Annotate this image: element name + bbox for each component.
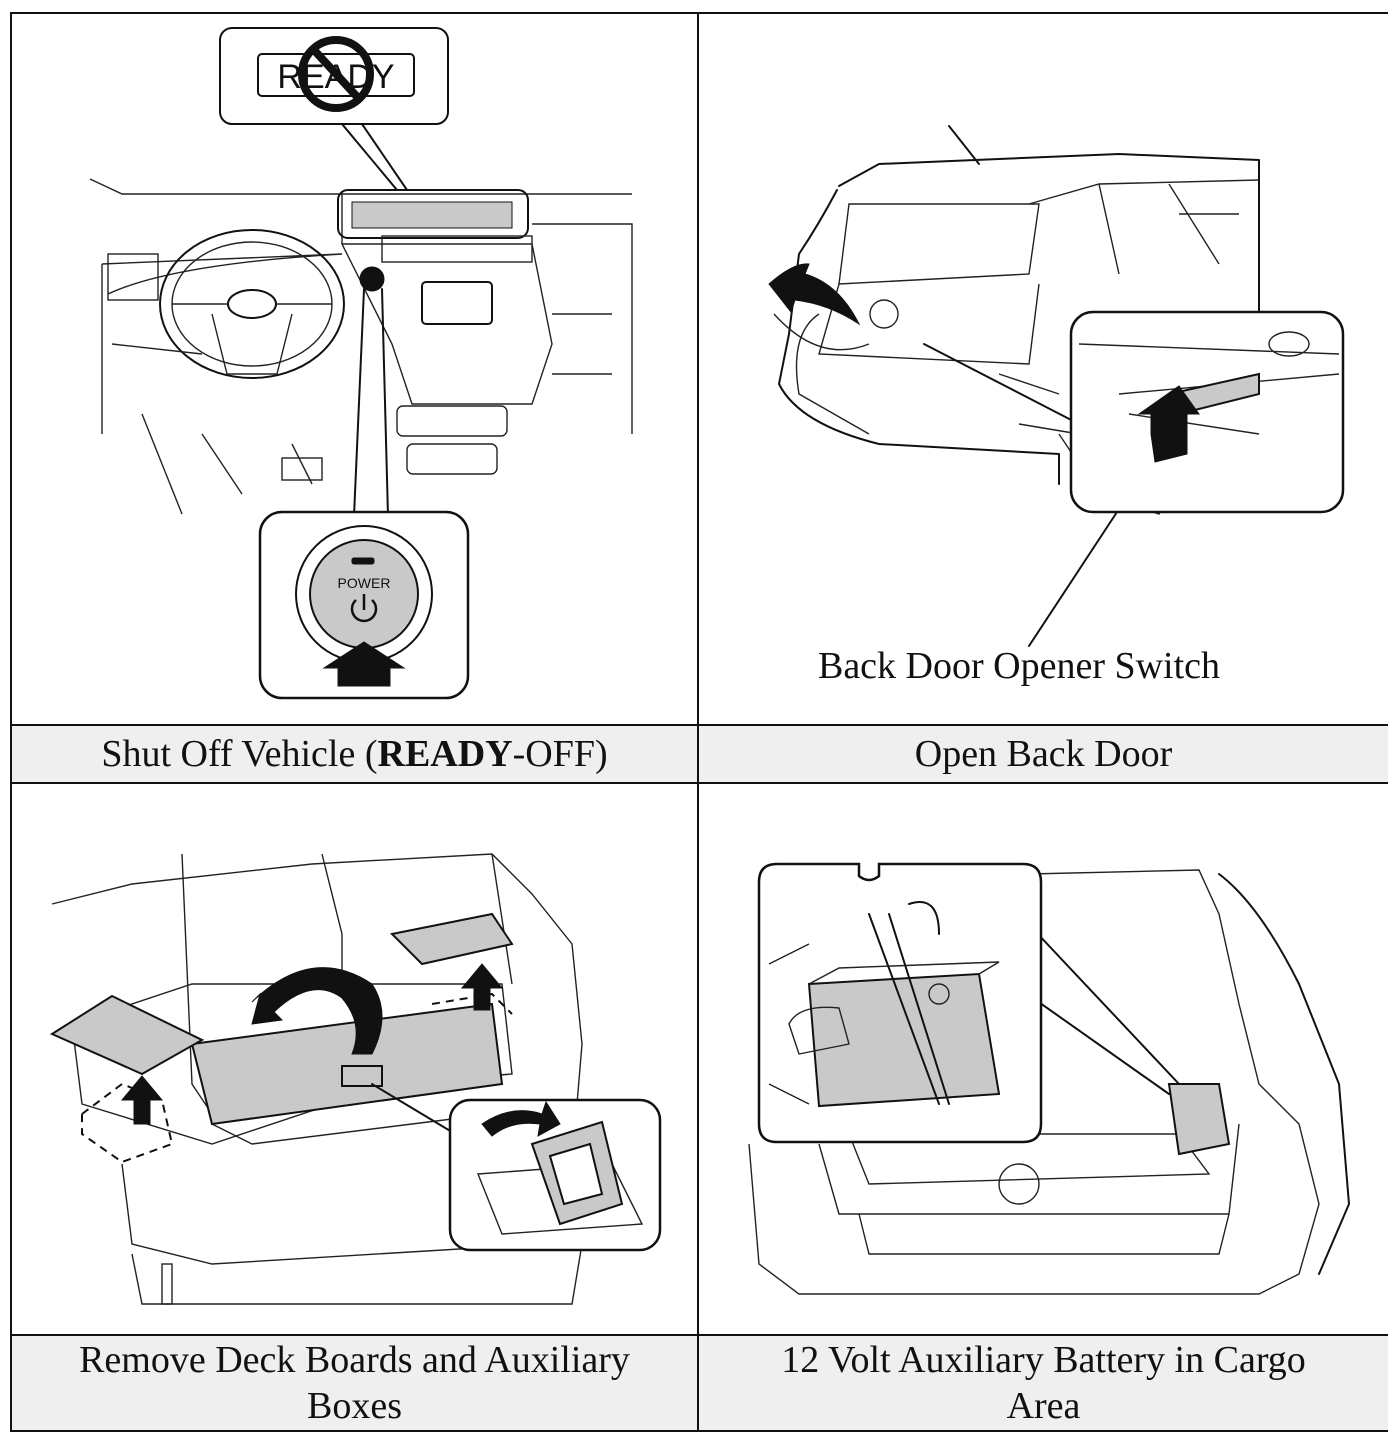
caption-remove-deck-boards-line2: Boxes (307, 1385, 402, 1427)
grid-divider-bottom-caption (12, 1334, 1386, 1336)
caption-shut-off-ready: READY (377, 733, 513, 775)
power-button-label: POWER (338, 575, 391, 591)
ready-indicator-callout: READY (219, 27, 449, 191)
door-lift-arrow-icon (768, 263, 861, 326)
caption-shut-off-vehicle: Shut Off Vehicle (READY-OFF) (12, 726, 697, 782)
prohibited-sign-icon (298, 36, 374, 112)
cargo-area-drawing (51, 853, 623, 1305)
lift-arrow-right-icon (460, 963, 504, 1011)
power-button-callout: POWER (258, 510, 470, 700)
caption-open-back-door-text: Open Back Door (914, 733, 1173, 775)
panel-battery-illustration (699, 784, 1388, 1334)
flip-board-arrow-icon (251, 967, 383, 1055)
dashboard-drawing (89, 178, 633, 475)
press-arrow-icon (322, 641, 406, 687)
panel-deck-boards-illustration (12, 784, 697, 1334)
caption-battery-location-line1: 12 Volt Auxiliary Battery in Cargo (781, 1339, 1306, 1381)
aux-box-left-outline (81, 1082, 174, 1164)
caption-battery-location-line2: Area (1006, 1385, 1081, 1427)
panel-open-back-door-illustration: Back Door Opener Switch (699, 14, 1388, 724)
battery-callout (757, 862, 1043, 1144)
caption-shut-off-suffix: -OFF) (512, 733, 608, 775)
auxiliary-battery (807, 972, 1001, 1108)
opener-switch-callout (1069, 310, 1345, 514)
handle-lift-arrow-icon (481, 1100, 561, 1137)
caption-remove-deck-boards-line1: Remove Deck Boards and Auxiliary (79, 1339, 630, 1381)
grid-divider-top-caption (12, 724, 1386, 726)
back-door-opener-switch-label: Back Door Opener Switch (818, 645, 1220, 687)
lift-arrow-left-icon (120, 1075, 164, 1125)
deck-board-left (49, 994, 205, 1076)
caption-shut-off-prefix: Shut Off Vehicle ( (101, 733, 378, 775)
panel-shut-off-illustration: READY (12, 14, 697, 724)
grid-divider-middle (12, 782, 1386, 784)
deck-board-right (389, 912, 514, 966)
caption-open-back-door: Open Back Door (699, 726, 1388, 782)
caption-battery-location: 12 Volt Auxiliary Battery in Cargo Area (699, 1336, 1388, 1430)
procedure-grid: READY (10, 12, 1388, 1432)
caption-remove-deck-boards: Remove Deck Boards and Auxiliary Boxes (12, 1336, 697, 1430)
steering-wheel-drawing (107, 229, 345, 515)
press-up-arrow-icon (1137, 385, 1200, 463)
vehicle-rear-drawing (778, 125, 1260, 515)
grid-vertical-divider (697, 14, 699, 1430)
floor-handle-callout (448, 1098, 662, 1252)
power-symbol-icon (350, 594, 378, 623)
